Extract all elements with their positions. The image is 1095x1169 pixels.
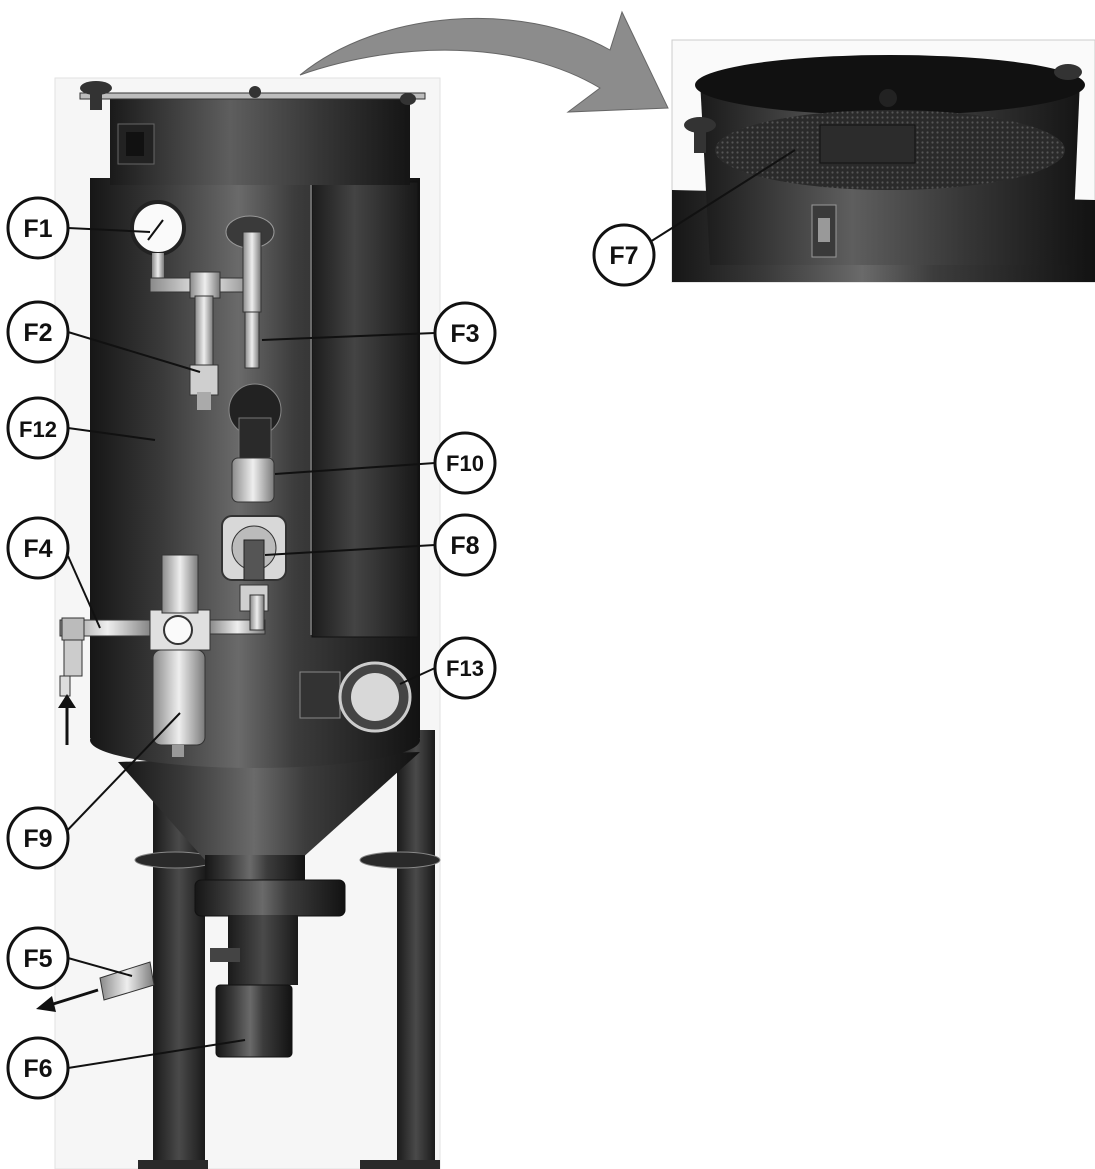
svg-text:F13: F13 bbox=[446, 656, 484, 681]
leader-lines bbox=[59, 149, 796, 1069]
svg-text:F1: F1 bbox=[23, 215, 52, 243]
drain-out-arrow bbox=[36, 988, 99, 1012]
callout-f12: F12 bbox=[6, 396, 70, 460]
top-hopper bbox=[79, 81, 426, 185]
air-inlet bbox=[59, 554, 266, 697]
callout-f10: F10 bbox=[433, 431, 497, 495]
filter-bowl bbox=[152, 649, 206, 757]
svg-text:F10: F10 bbox=[446, 451, 484, 476]
callout-f7: F7 bbox=[592, 223, 656, 287]
drain-outlet bbox=[99, 948, 240, 1001]
control-valve bbox=[221, 515, 287, 612]
detail-inset bbox=[671, 39, 1095, 283]
air-in-arrow bbox=[58, 694, 76, 745]
callout-f5: F5 bbox=[6, 926, 70, 990]
callout-f3: F3 bbox=[433, 301, 497, 365]
pressure-gauge bbox=[130, 200, 186, 281]
svg-text:F9: F9 bbox=[23, 825, 52, 853]
callout-f8: F8 bbox=[433, 513, 497, 577]
svg-text:F12: F12 bbox=[19, 417, 57, 442]
svg-text:F2: F2 bbox=[23, 319, 52, 347]
detail-pointer-arrow bbox=[299, 10, 669, 113]
svg-text:F7: F7 bbox=[609, 242, 638, 270]
vent-fitting bbox=[225, 215, 275, 369]
callout-f2: F2 bbox=[6, 300, 70, 364]
svg-text:F3: F3 bbox=[450, 320, 479, 348]
svg-text:F4: F4 bbox=[23, 535, 52, 563]
callout-f1: F1 bbox=[6, 196, 70, 260]
svg-text:F5: F5 bbox=[23, 945, 52, 973]
svg-text:F6: F6 bbox=[23, 1055, 52, 1083]
callout-f9: F9 bbox=[6, 806, 70, 870]
callout-f13: F13 bbox=[433, 636, 497, 700]
callout-f6: F6 bbox=[6, 1036, 70, 1100]
callout-f4: F4 bbox=[6, 516, 70, 580]
svg-text:F8: F8 bbox=[450, 532, 479, 560]
top-manifold bbox=[149, 271, 261, 410]
fill-port bbox=[299, 661, 412, 733]
valve-stack bbox=[228, 383, 282, 503]
